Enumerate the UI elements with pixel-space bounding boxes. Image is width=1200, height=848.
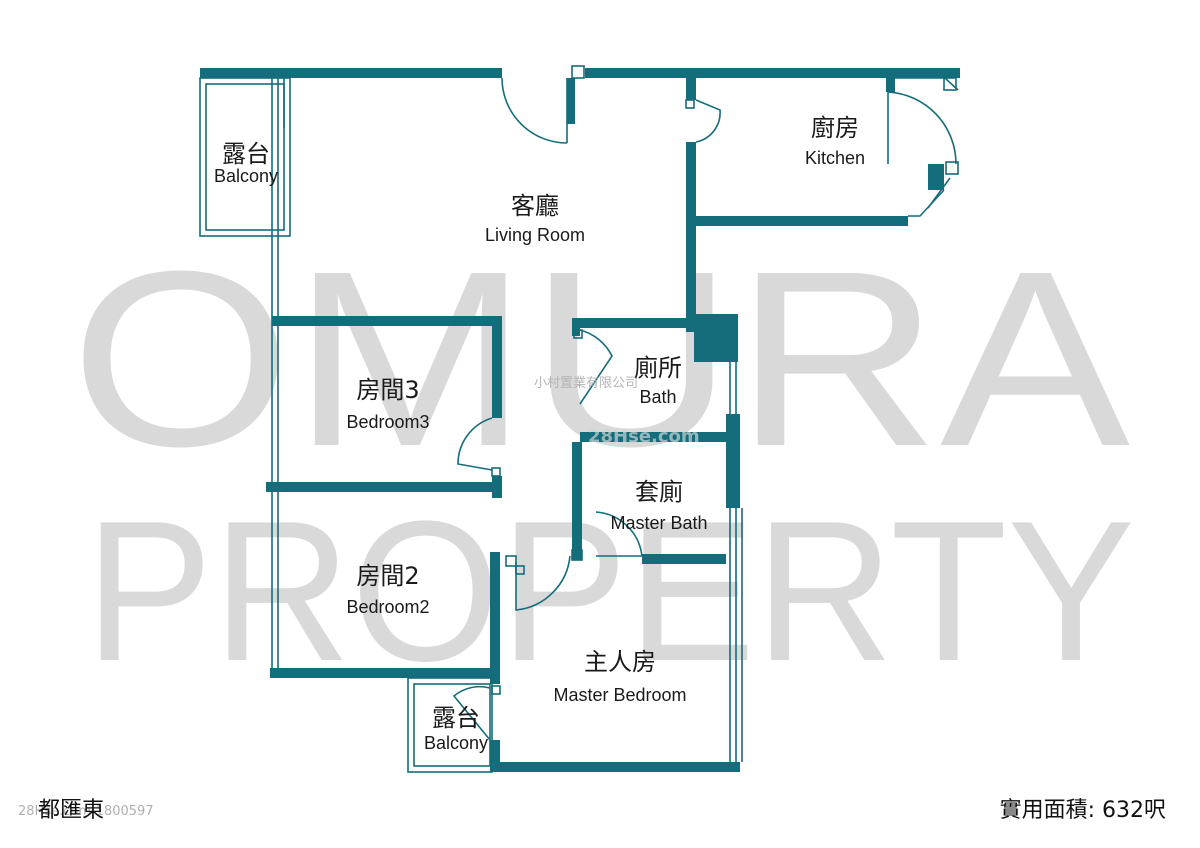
wall-kitchen-left bbox=[686, 78, 696, 100]
wall-kitchen-right-top bbox=[886, 78, 895, 92]
wall-bath-left bbox=[572, 328, 580, 336]
watermark-line1: OMURA bbox=[70, 219, 1130, 498]
wall-kitchen-right-stub bbox=[928, 164, 944, 190]
watermark-company: 小村置業有限公司 bbox=[534, 375, 638, 391]
master-bedroom-en: Master Bedroom bbox=[553, 685, 686, 705]
bedroom3-en: Bedroom3 bbox=[346, 412, 429, 432]
balcony-bottom-en: Balcony bbox=[424, 733, 488, 753]
room-master-bedroom: 主人房 Master Bedroom bbox=[553, 648, 686, 705]
room-bath: 廁所 Bath bbox=[634, 354, 682, 407]
wall-bath-divider bbox=[580, 432, 740, 442]
living-en: Living Room bbox=[485, 225, 585, 245]
watermark-site: 28Hse.com bbox=[588, 426, 700, 447]
wall-top-right bbox=[585, 68, 960, 78]
room-master-bath: 套廁 Master Bath bbox=[610, 478, 707, 533]
living-zh: 客廳 bbox=[511, 192, 559, 220]
room-bedroom3: 房間3 Bedroom3 bbox=[346, 376, 429, 432]
wall-master-bottom bbox=[490, 762, 740, 772]
room-balcony-top: 露台 Balcony bbox=[214, 140, 278, 186]
kitchen-en: Kitchen bbox=[805, 148, 865, 168]
room-living: 客廳 Living Room bbox=[485, 192, 585, 245]
wall-bed2-bottom bbox=[270, 668, 500, 678]
watermark: OMURA PROPERTY bbox=[70, 219, 1135, 703]
wall-bath-top bbox=[572, 318, 696, 328]
master-bedroom-zh: 主人房 bbox=[584, 648, 656, 676]
balcony-bottom-outline bbox=[407, 677, 493, 773]
wall-mbath-left bbox=[572, 442, 582, 560]
balcony-top-en: Balcony bbox=[214, 166, 278, 186]
wall-bed3-bottom bbox=[266, 482, 498, 492]
wall-kitchen-bottom bbox=[696, 216, 908, 226]
balcony-bottom-zh: 露台 bbox=[432, 704, 480, 732]
kitchen-zh: 廚房 bbox=[811, 114, 859, 142]
wall-bed3-right bbox=[492, 326, 502, 418]
balcony-top-zh: 露台 bbox=[222, 140, 270, 168]
room-bedroom2: 房間2 Bedroom2 bbox=[346, 562, 429, 617]
saleable-area: 實用面積: 632呎 bbox=[999, 798, 1166, 823]
wall-bed2-right bbox=[490, 552, 500, 684]
estate-name: 都匯東 bbox=[38, 798, 105, 823]
bedroom2-en: Bedroom2 bbox=[346, 597, 429, 617]
watermark-line2: PROPERTY bbox=[85, 480, 1135, 703]
thin-lines bbox=[199, 65, 959, 773]
room-balcony-bottom: 露台 Balcony bbox=[424, 704, 488, 753]
balcony-top-outline bbox=[199, 77, 291, 237]
wall-master-left-low bbox=[490, 740, 500, 770]
master-bath-en: Master Bath bbox=[610, 513, 707, 533]
bath-en: Bath bbox=[639, 387, 676, 407]
wall-column bbox=[694, 314, 738, 362]
wall-mbath-right bbox=[726, 442, 740, 508]
wall-kitchen-left-2 bbox=[686, 142, 696, 332]
wall-mbath-bottom bbox=[642, 554, 726, 564]
wall-top-left bbox=[200, 68, 502, 78]
master-bath-zh: 套廁 bbox=[635, 478, 683, 506]
bath-zh: 廁所 bbox=[634, 354, 682, 382]
bedroom3-zh: 房間3 bbox=[356, 376, 419, 404]
walls bbox=[200, 68, 960, 772]
wall-bed3-jamb bbox=[492, 476, 502, 498]
wall-bath-right bbox=[726, 414, 740, 444]
bedroom2-zh: 房間2 bbox=[356, 562, 419, 590]
wall-bed3-top bbox=[272, 316, 502, 326]
wall-door-jamb-top bbox=[567, 78, 575, 124]
reference-code: 28Hse.com-1800597 bbox=[18, 804, 154, 819]
room-kitchen: 廚房 Kitchen bbox=[805, 114, 865, 168]
